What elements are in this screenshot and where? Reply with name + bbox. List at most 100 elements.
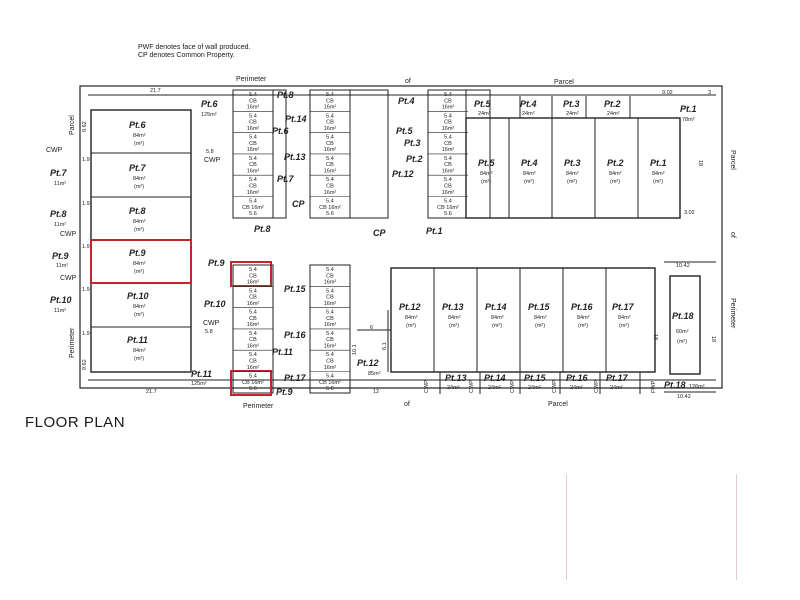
store-cell-label: 5.4 <box>444 135 452 141</box>
left-lot-pt9: Pt.9 84m² (m²) <box>129 248 146 275</box>
store-cell-label: 5.4 <box>326 288 334 294</box>
cwp-lower-2: CWP <box>469 380 475 393</box>
yard-pt14-label: Pt.14 <box>484 373 506 383</box>
svg-text:Pt.16: Pt.16 <box>571 302 594 312</box>
store-cell-label: 5.4 <box>326 177 334 183</box>
store-cell-label: 5.6 <box>326 211 334 217</box>
pointer-pt12: Pt.12 <box>392 169 414 179</box>
left-lot-pt11: Pt.11 84m² (m²) <box>127 335 148 362</box>
cwp-left-5: CWP <box>203 320 220 327</box>
store-cell-label: 5.4 <box>326 331 334 337</box>
svg-text:84m²: 84m² <box>133 219 146 225</box>
cwp-lower-1: CWP <box>424 380 430 393</box>
store-cell-label: CB 16m² <box>437 205 459 211</box>
store-cell-label: 5.4 <box>326 199 334 205</box>
svg-text:Pt.12: Pt.12 <box>399 302 421 312</box>
store-cell-label: 16m² <box>247 365 260 371</box>
outside-pt12-label: Pt.12 <box>357 358 379 368</box>
pointer-cp-right: CP <box>373 228 386 238</box>
store-cell-label: 5.4 <box>326 135 334 141</box>
svg-text:Pt.11: Pt.11 <box>127 335 148 345</box>
svg-text:84m²: 84m² <box>577 315 590 321</box>
svg-text:(m²): (m²) <box>677 339 687 345</box>
yard-pt2-area: 24m² <box>607 111 620 117</box>
floor-plan-title: FLOOR PLAN <box>25 414 126 431</box>
cwp-lower-3: CWP <box>510 380 516 393</box>
pointer-pt15: Pt.15 <box>284 284 307 294</box>
svg-text:84m²: 84m² <box>405 315 418 321</box>
svg-text:(m²): (m²) <box>610 179 620 185</box>
svg-text:Pt.15: Pt.15 <box>528 302 551 312</box>
svg-text:Pt.2: Pt.2 <box>607 158 624 168</box>
svg-text:(m²): (m²) <box>134 356 144 362</box>
left-lot-pt7: Pt.7 84m² (m²) <box>129 163 147 190</box>
outside-pt10-label: Pt.10 <box>50 295 72 305</box>
store-cell-label: 5.6 <box>249 386 257 392</box>
svg-text:(m²): (m²) <box>134 227 144 233</box>
pointer-pt17: Pt.17 <box>284 373 307 383</box>
dim-left-side-top: 9.62 <box>82 121 88 132</box>
store-cell-label: 16m² <box>247 126 260 132</box>
lower-lot-pt14: Pt.14 84m² (m²) <box>485 302 507 329</box>
parcel-boundary <box>79 85 723 389</box>
yard-pt5-area: 24m² <box>478 111 491 117</box>
store-cell-label: 5.4 <box>326 92 334 98</box>
store-cell-label: 5.4 <box>444 92 452 98</box>
store-cell-label: CB <box>249 273 257 279</box>
svg-text:Pt.5: Pt.5 <box>478 158 496 168</box>
store-cell-label: 5.4 <box>326 310 334 316</box>
of-right-label: of <box>729 232 736 238</box>
page-divider-right <box>736 474 737 580</box>
outside-pt7-label: Pt.7 <box>50 168 68 178</box>
store-cell-label: 5.4 <box>249 199 257 205</box>
svg-text:Pt.4: Pt.4 <box>521 158 538 168</box>
yard-pt4-area: 24m² <box>522 111 535 117</box>
store-cell-label: CB <box>326 184 334 190</box>
store-cell-label: 5.4 <box>249 156 257 162</box>
svg-text:Pt.18: Pt.18 <box>672 311 694 321</box>
svg-text:84m²: 84m² <box>491 315 504 321</box>
store-cell-label: CB <box>444 141 452 147</box>
store-cell-label: CB <box>326 295 334 301</box>
yard-pt13-label: Pt.13 <box>445 373 467 383</box>
svg-text:(m²): (m²) <box>535 323 545 329</box>
yard-pt17-area: 24m² <box>610 385 623 391</box>
svg-text:(m²): (m²) <box>449 323 459 329</box>
svg-text:(m²): (m²) <box>134 184 144 190</box>
outside-pt9-area: 11m² <box>56 263 68 269</box>
yard-pt14-area: 24m² <box>488 385 501 391</box>
store-cell-label: 5.4 <box>444 113 452 119</box>
store-cell-label: CB <box>326 316 334 322</box>
store-cell-label: 16m² <box>324 344 337 350</box>
store-cell-label: CB <box>249 141 257 147</box>
store-cell-label: 5.4 <box>326 113 334 119</box>
pointer-pt8-bottom: Pt.8 <box>254 224 271 234</box>
store-cell-label: 5.6 <box>249 211 257 217</box>
dim-row-2: 1.9 <box>82 201 90 207</box>
parcel-bottom-label: Parcel <box>548 401 568 408</box>
note-cp: CP denotes Common Property. <box>138 52 235 59</box>
store-cell-label: CB <box>444 120 452 126</box>
store-cell-label: 5.6 <box>326 386 334 392</box>
store-cell-label: CB <box>249 162 257 168</box>
outside-pt11-area: 125m² <box>191 381 207 387</box>
pointer-pt9-bottom: Pt.9 <box>276 387 293 397</box>
dim-upper-bottom: 3.02 <box>684 210 695 216</box>
yard-pt16-label: Pt.16 <box>566 373 589 383</box>
yard-pt1-area: 78m² <box>682 117 695 123</box>
lower-lot-pt13: Pt.13 84m² (m²) <box>442 302 464 329</box>
store-cell-label: CB <box>249 337 257 343</box>
svg-text:Pt.1: Pt.1 <box>650 158 667 168</box>
store-cell-label: 16m² <box>324 190 337 196</box>
svg-text:(m²): (m²) <box>619 323 629 329</box>
store-cell-label: CB 16m² <box>319 205 341 211</box>
svg-text:84m²: 84m² <box>480 171 493 177</box>
outside-pt7-area: 11m² <box>54 181 66 187</box>
svg-text:(m²): (m²) <box>567 179 577 185</box>
dim-lower-side: 18 <box>710 336 716 342</box>
lower-lot-pt18: Pt.18 60m² (m²) <box>672 311 694 345</box>
store-cell-label: 5.4 <box>326 352 334 358</box>
outside-pt10-area: 11m² <box>54 308 66 314</box>
outside-pt6-label: Pt.6 <box>201 99 219 109</box>
yard-pt1-label: Pt.1 <box>680 104 697 114</box>
